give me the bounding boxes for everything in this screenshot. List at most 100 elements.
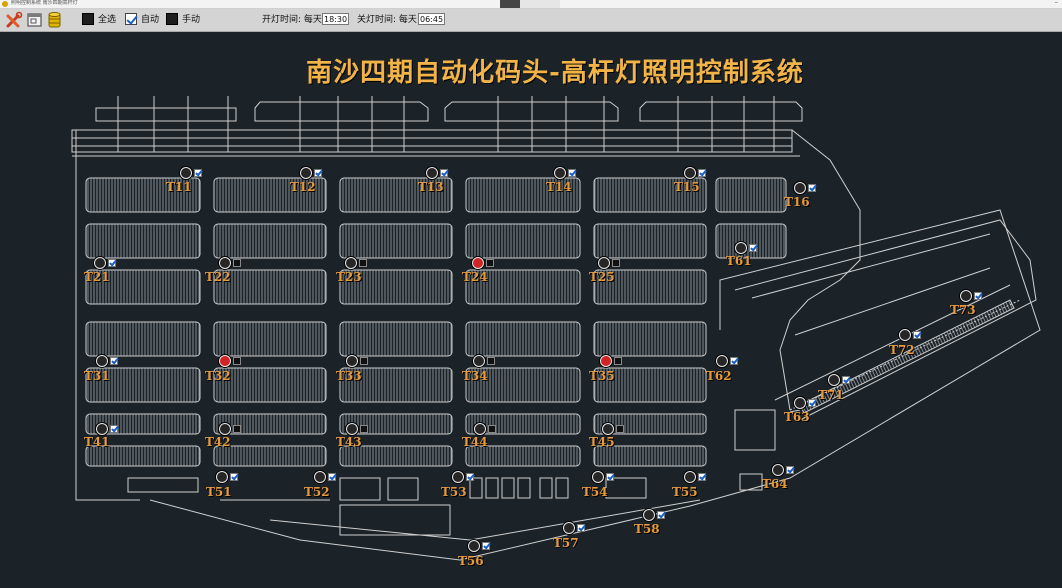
- light-t35[interactable]: [600, 355, 628, 367]
- light-select-checkbox[interactable]: [842, 376, 850, 384]
- lamp-icon[interactable]: [473, 355, 485, 367]
- light-select-checkbox[interactable]: [466, 473, 474, 481]
- light-t21[interactable]: [94, 257, 122, 269]
- lamp-icon[interactable]: [600, 355, 612, 367]
- light-t51[interactable]: [216, 471, 244, 483]
- light-select-checkbox[interactable]: [606, 473, 614, 481]
- lamp-icon[interactable]: [346, 423, 358, 435]
- light-t56[interactable]: [468, 540, 496, 552]
- light-t13[interactable]: [426, 167, 454, 179]
- lamp-icon[interactable]: [472, 257, 484, 269]
- light-select-checkbox[interactable]: [486, 259, 494, 267]
- light-t62[interactable]: [716, 355, 744, 367]
- select-all-checkbox[interactable]: [82, 13, 94, 25]
- window-icon[interactable]: [26, 11, 44, 29]
- light-t22[interactable]: [219, 257, 247, 269]
- light-t58[interactable]: [643, 509, 671, 521]
- auto-checkbox[interactable]: [125, 13, 137, 25]
- light-t32[interactable]: [219, 355, 247, 367]
- lamp-icon[interactable]: [96, 355, 108, 367]
- lamp-icon[interactable]: [794, 182, 806, 194]
- light-select-checkbox[interactable]: [194, 169, 202, 177]
- light-select-checkbox[interactable]: [730, 357, 738, 365]
- light-select-checkbox[interactable]: [568, 169, 576, 177]
- manual-checkbox[interactable]: [166, 13, 178, 25]
- lamp-icon[interactable]: [684, 471, 696, 483]
- light-t25[interactable]: [598, 257, 626, 269]
- light-t53[interactable]: [452, 471, 480, 483]
- light-select-checkbox[interactable]: [698, 473, 706, 481]
- light-t61[interactable]: [735, 242, 763, 254]
- lamp-icon[interactable]: [314, 471, 326, 483]
- lamp-icon[interactable]: [684, 167, 696, 179]
- light-select-checkbox[interactable]: [233, 259, 241, 267]
- light-t33[interactable]: [346, 355, 374, 367]
- light-select-checkbox[interactable]: [808, 184, 816, 192]
- light-select-checkbox[interactable]: [110, 357, 118, 365]
- light-select-checkbox[interactable]: [614, 357, 622, 365]
- lamp-icon[interactable]: [219, 423, 231, 435]
- light-t57[interactable]: [563, 522, 591, 534]
- lamp-icon[interactable]: [180, 167, 192, 179]
- light-t45[interactable]: [602, 423, 630, 435]
- lamp-icon[interactable]: [346, 355, 358, 367]
- lamp-icon[interactable]: [219, 257, 231, 269]
- light-select-checkbox[interactable]: [808, 399, 816, 407]
- light-select-checkbox[interactable]: [233, 425, 241, 433]
- light-select-checkbox[interactable]: [230, 473, 238, 481]
- lamp-icon[interactable]: [96, 423, 108, 435]
- lamp-icon[interactable]: [468, 540, 480, 552]
- light-t54[interactable]: [592, 471, 620, 483]
- light-select-checkbox[interactable]: [482, 542, 490, 550]
- lamp-icon[interactable]: [219, 355, 231, 367]
- light-t43[interactable]: [346, 423, 374, 435]
- light-t14[interactable]: [554, 167, 582, 179]
- light-t73[interactable]: [960, 290, 988, 302]
- lamp-icon[interactable]: [563, 522, 575, 534]
- light-select-checkbox[interactable]: [974, 292, 982, 300]
- light-select-checkbox[interactable]: [913, 331, 921, 339]
- lamp-icon[interactable]: [735, 242, 747, 254]
- light-select-checkbox[interactable]: [360, 425, 368, 433]
- light-t44[interactable]: [474, 423, 502, 435]
- lamp-icon[interactable]: [828, 374, 840, 386]
- lamp-icon[interactable]: [960, 290, 972, 302]
- light-select-checkbox[interactable]: [577, 524, 585, 532]
- light-select-checkbox[interactable]: [488, 425, 496, 433]
- database-icon[interactable]: [46, 11, 64, 29]
- light-t15[interactable]: [684, 167, 712, 179]
- light-t72[interactable]: [899, 329, 927, 341]
- lamp-icon[interactable]: [426, 167, 438, 179]
- light-t16[interactable]: [794, 182, 822, 194]
- light-select-checkbox[interactable]: [616, 425, 624, 433]
- light-select-checkbox[interactable]: [328, 473, 336, 481]
- light-select-checkbox[interactable]: [487, 357, 495, 365]
- lamp-icon[interactable]: [94, 257, 106, 269]
- light-t24[interactable]: [472, 257, 500, 269]
- lamp-icon[interactable]: [899, 329, 911, 341]
- light-t31[interactable]: [96, 355, 124, 367]
- lamp-icon[interactable]: [452, 471, 464, 483]
- lamp-icon[interactable]: [592, 471, 604, 483]
- light-t55[interactable]: [684, 471, 712, 483]
- light-select-checkbox[interactable]: [110, 425, 118, 433]
- light-select-checkbox[interactable]: [359, 259, 367, 267]
- light-select-checkbox[interactable]: [786, 466, 794, 474]
- off-time-input[interactable]: 06:45: [418, 13, 446, 25]
- light-t41[interactable]: [96, 423, 124, 435]
- lamp-icon[interactable]: [772, 464, 784, 476]
- taskbar-tab[interactable]: [500, 0, 560, 8]
- light-select-checkbox[interactable]: [657, 511, 665, 519]
- light-select-checkbox[interactable]: [233, 357, 241, 365]
- light-select-checkbox[interactable]: [360, 357, 368, 365]
- light-t63[interactable]: [794, 397, 822, 409]
- light-select-checkbox[interactable]: [698, 169, 706, 177]
- lamp-icon[interactable]: [598, 257, 610, 269]
- light-t52[interactable]: [314, 471, 342, 483]
- lamp-icon[interactable]: [345, 257, 357, 269]
- lamp-icon[interactable]: [794, 397, 806, 409]
- light-t34[interactable]: [473, 355, 501, 367]
- lamp-icon[interactable]: [474, 423, 486, 435]
- light-t12[interactable]: [300, 167, 328, 179]
- light-t23[interactable]: [345, 257, 373, 269]
